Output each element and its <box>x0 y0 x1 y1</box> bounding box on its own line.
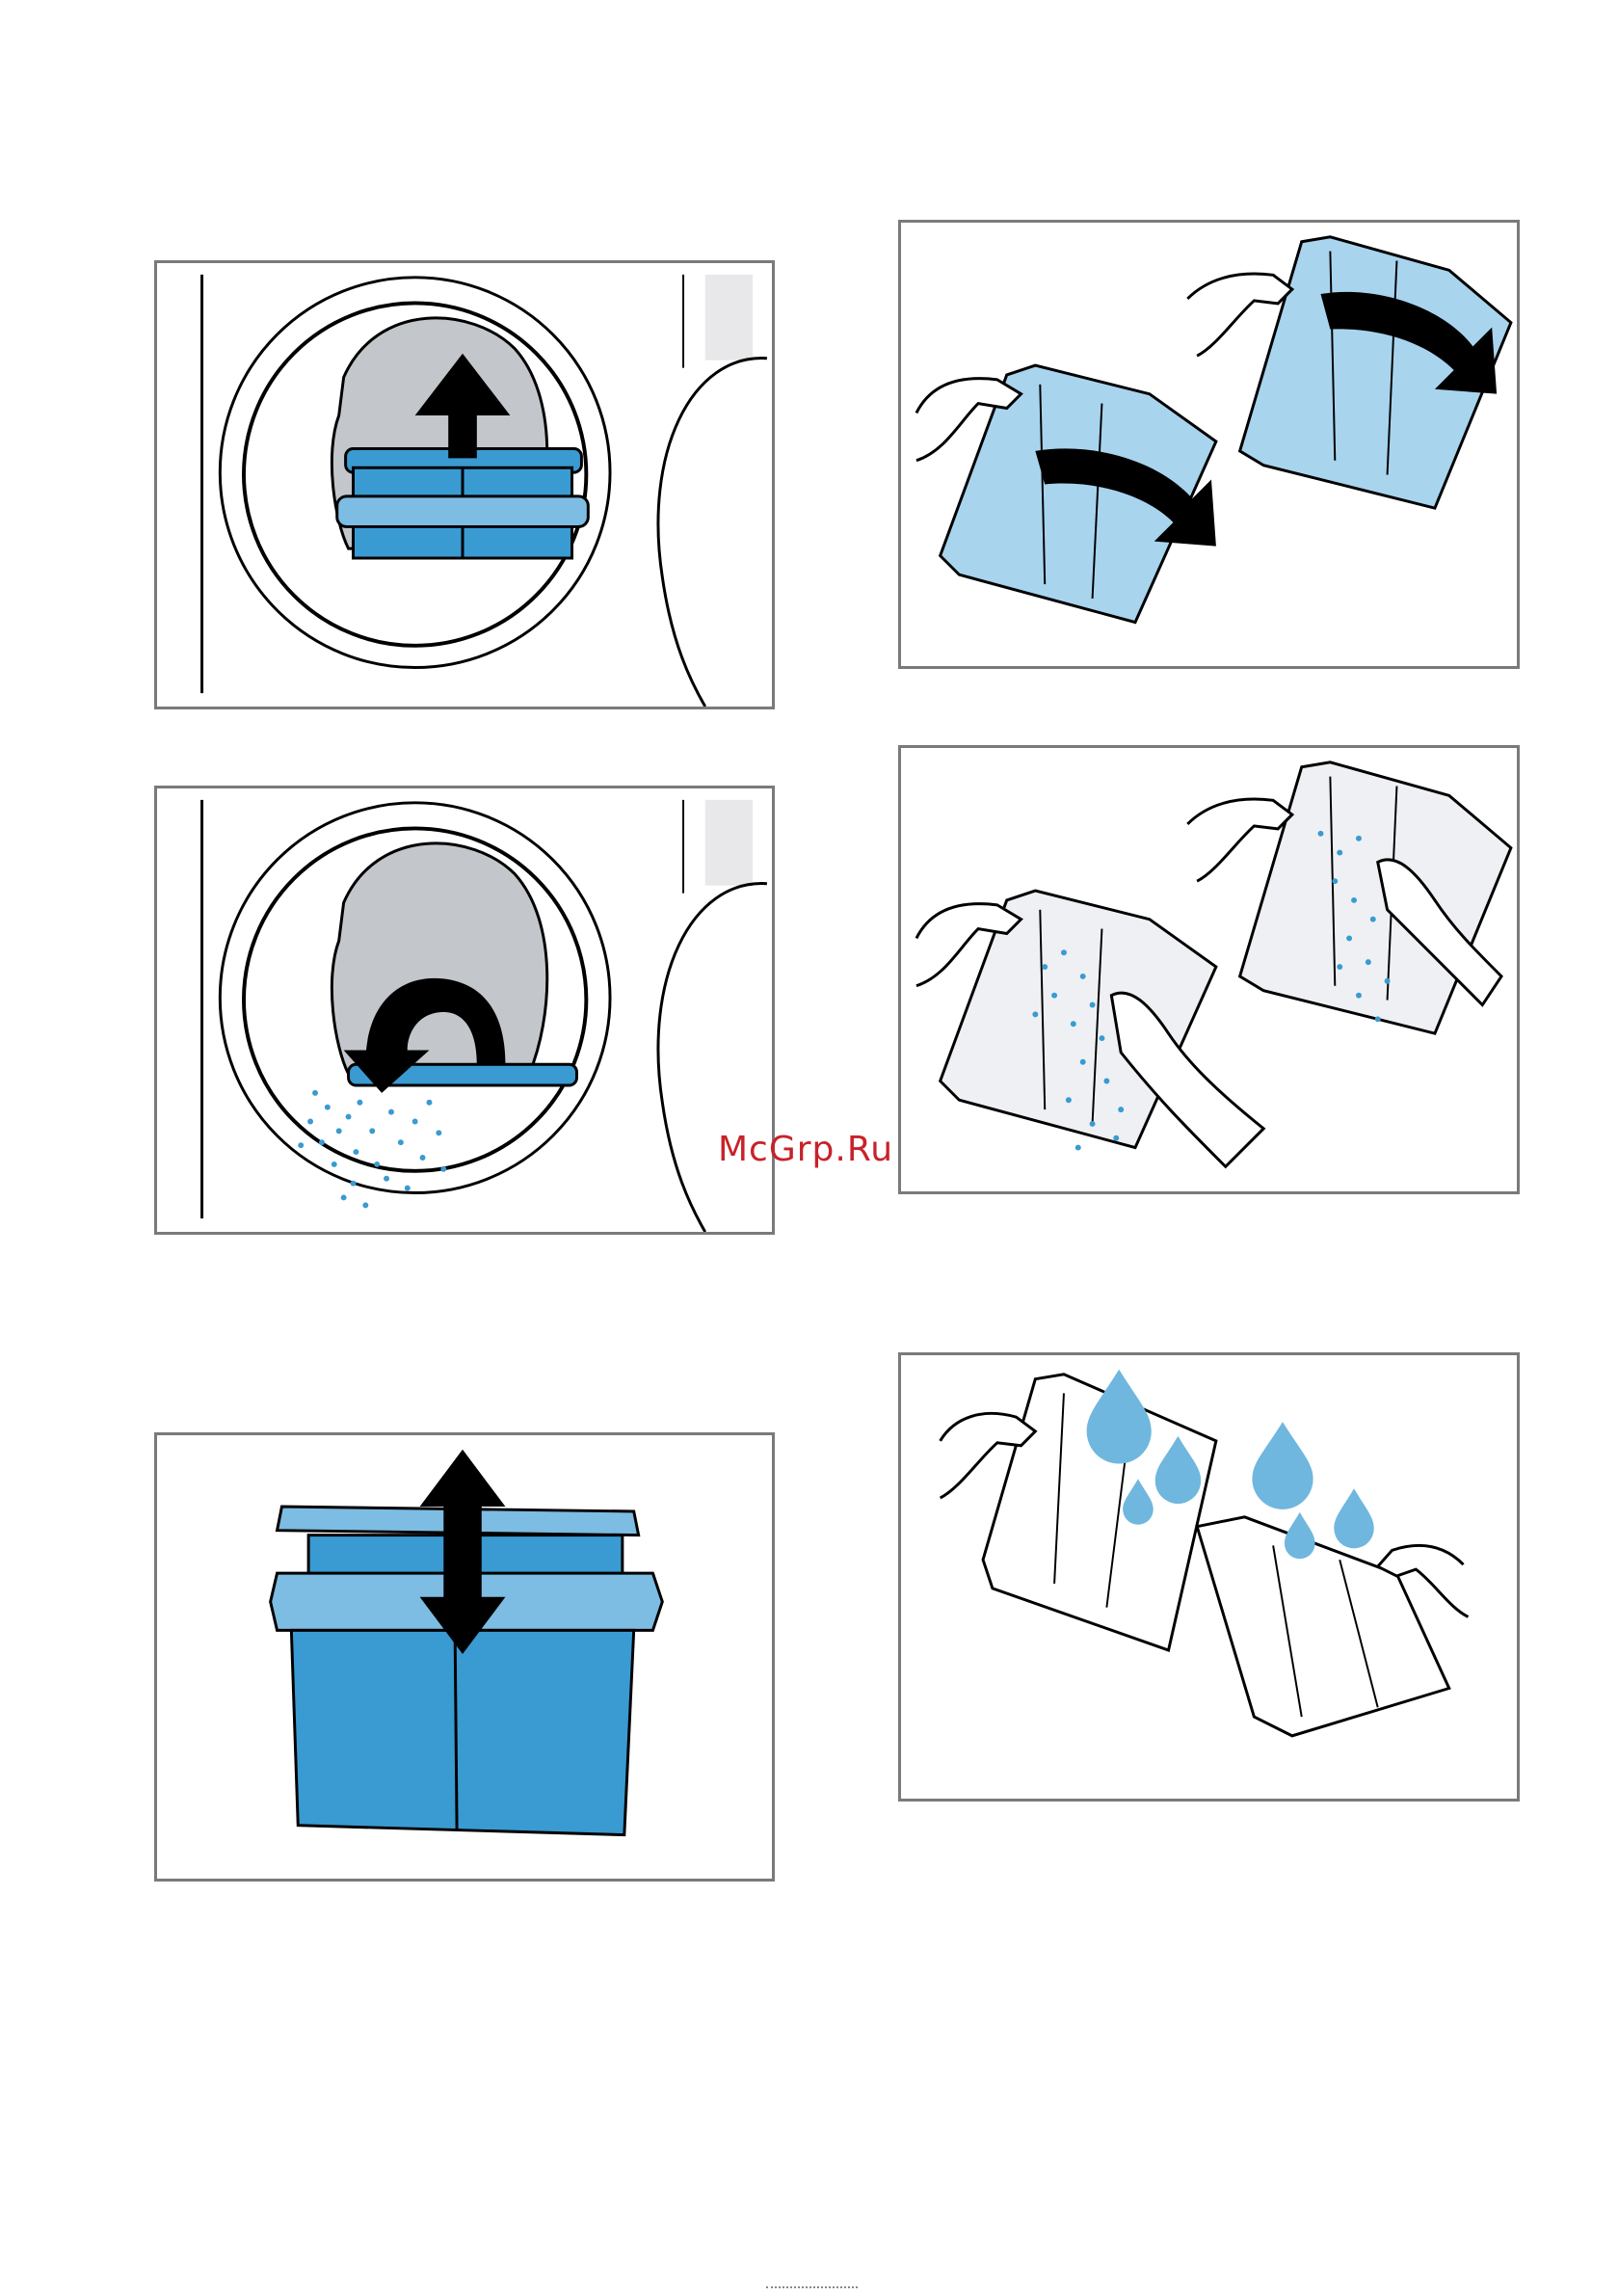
illustration-open-filter <box>898 220 1520 669</box>
control-panel-strip <box>705 275 753 360</box>
illustration-rinse-filter <box>898 1352 1520 1802</box>
separate-filter-parts-illustration <box>157 1435 772 1879</box>
lift-filter-out-illustration <box>157 263 772 707</box>
drum-interior <box>332 843 546 1074</box>
dryer-door-edge <box>658 884 767 1232</box>
illustration-separate-filter <box>154 1432 775 1882</box>
open-filter-illustration <box>901 223 1517 666</box>
footer-mark <box>766 2286 858 2294</box>
illustration-clean-lint <box>898 745 1520 1194</box>
rinse-filter-under-water-illustration <box>901 1355 1517 1799</box>
remove-lint-from-filter-seat-illustration <box>157 788 772 1232</box>
clean-lint-by-hand-illustration <box>901 748 1517 1191</box>
dryer-door-edge <box>658 359 767 707</box>
control-panel-strip <box>705 800 753 886</box>
illustration-lift-filter <box>154 260 775 709</box>
watermark: McGrp.Ru <box>718 1130 893 1169</box>
illustration-remove-lint <box>154 786 775 1235</box>
filter-frame <box>291 1630 633 1834</box>
